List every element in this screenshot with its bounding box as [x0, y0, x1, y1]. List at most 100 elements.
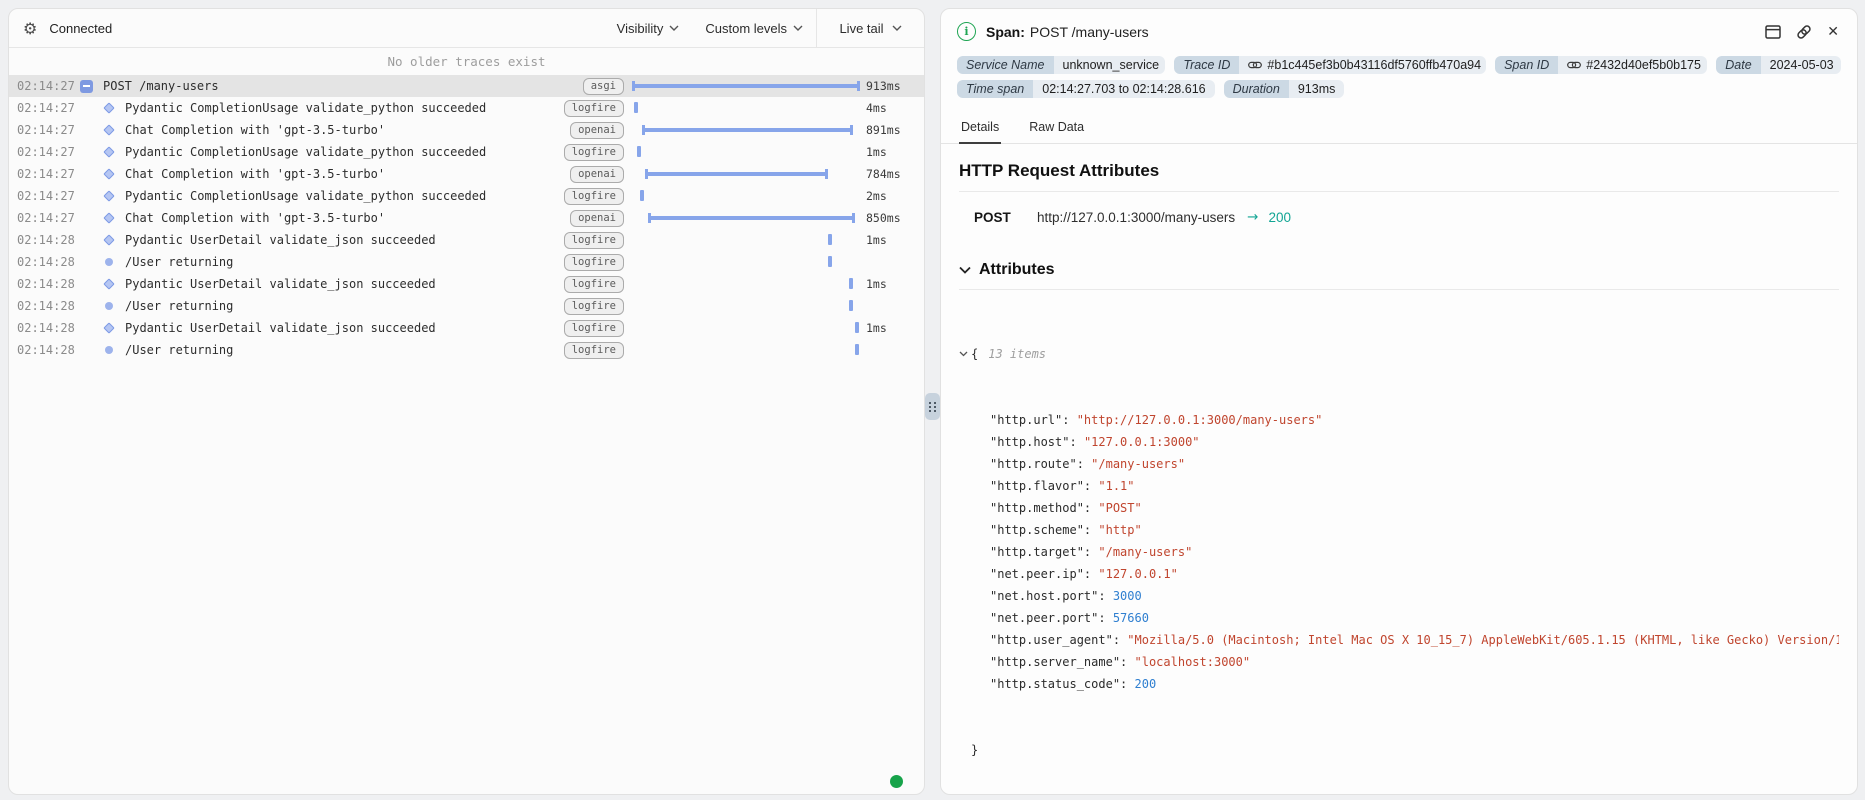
duration-bar — [640, 190, 645, 201]
badge-value-text: unknown_service — [1062, 58, 1160, 72]
span-diamond-icon — [101, 102, 116, 114]
row-duration: 1ms — [866, 233, 887, 247]
info-icon: i — [957, 22, 976, 41]
grip-dots-icon — [928, 401, 937, 412]
row-timestamp: 02:14:28 — [17, 299, 75, 313]
json-key: "http.url" — [990, 413, 1063, 427]
span-diamond-icon — [101, 124, 116, 136]
badge-label: Duration — [1223, 80, 1289, 98]
duration-bar — [854, 344, 859, 355]
panel-resize-handle[interactable] — [925, 393, 940, 420]
row-duration: 913ms — [866, 79, 901, 93]
badge-value[interactable]: #b1c445ef3b0b43116df5760ffb470a94 — [1239, 56, 1487, 74]
scope-tag: openai — [570, 121, 624, 139]
row-timestamp: 02:14:27 — [17, 189, 75, 203]
visibility-dropdown[interactable]: Visibility — [604, 9, 693, 47]
scope-tag: logfire — [563, 297, 624, 315]
json-key: "net.peer.port" — [990, 611, 1099, 625]
json-key: "net.peer.ip" — [990, 567, 1084, 581]
scope-tag: logfire — [563, 99, 624, 117]
span-detail-header: i Span: POST /many-users ✕ — [941, 9, 1857, 50]
row-label: POST /many-users — [103, 79, 219, 93]
trace-row[interactable]: 02:14:28 Pydantic UserDetail validate_jso… — [9, 273, 924, 295]
json-entry: "net.peer.port": 57660 — [990, 611, 1149, 625]
row-duration: 2ms — [866, 189, 887, 203]
json-entry: "net.host.port": 3000 — [990, 589, 1142, 603]
open-brace: { — [971, 347, 979, 361]
row-label: Chat Completion with 'gpt-3.5-turbo' — [125, 211, 386, 225]
span-diamond-icon — [101, 190, 116, 202]
row-timestamp: 02:14:28 — [17, 343, 75, 357]
duration-bar-track — [632, 322, 860, 334]
divider — [959, 191, 1839, 192]
json-value: 3000 — [1112, 589, 1142, 603]
duration-bar — [632, 81, 860, 91]
duration-bar — [647, 213, 856, 223]
duration-bar — [633, 102, 638, 113]
scope-tag: logfire — [563, 143, 624, 161]
trace-row[interactable]: 02:14:27 Pydantic CompletionUsage validat… — [9, 97, 924, 119]
attributes-section-toggle[interactable]: Attributes — [959, 261, 1839, 279]
close-icon[interactable]: ✕ — [1827, 23, 1839, 40]
badge-value: 913ms — [1288, 80, 1345, 98]
duration-bar-track — [632, 190, 860, 202]
row-timestamp: 02:14:27 — [17, 145, 75, 159]
row-duration: 784ms — [866, 167, 901, 181]
custom-levels-dropdown[interactable]: Custom levels — [692, 9, 816, 47]
chevron-down-icon — [959, 266, 971, 274]
badge-value-text: #b1c445ef3b0b43116df5760ffb470a94 — [1267, 58, 1482, 72]
duration-bar — [848, 300, 853, 311]
row-duration: 1ms — [866, 145, 887, 159]
live-tail-dropdown[interactable]: Live tail — [816, 9, 924, 47]
request-summary-row: POST http://127.0.0.1:3000/many-users → … — [974, 209, 1839, 225]
row-label: Pydantic UserDetail validate_json succee… — [125, 277, 436, 291]
span-diamond-icon — [101, 322, 116, 334]
badge-value: 2024-05-03 — [1760, 56, 1842, 74]
json-key: "http.route" — [990, 457, 1077, 471]
collapse-icon[interactable] — [79, 79, 94, 93]
scope-tag: logfire — [563, 231, 624, 249]
settings-gear-icon[interactable]: ⚙ — [23, 18, 38, 38]
json-value: "/many-users" — [1091, 457, 1186, 471]
live-indicator-dot — [890, 775, 903, 788]
row-label: Pydantic UserDetail validate_json succee… — [125, 321, 436, 335]
row-duration: 891ms — [866, 123, 901, 137]
duration-bar-track — [632, 124, 860, 136]
span-diamond-icon — [101, 146, 116, 158]
badge-label: Trace ID — [1174, 56, 1240, 74]
collapse-node-icon[interactable] — [959, 351, 968, 357]
dock-panel-icon[interactable] — [1765, 24, 1782, 39]
request-method: POST — [974, 209, 1011, 225]
duration-bar-track — [632, 80, 860, 92]
tab-details[interactable]: Details — [959, 113, 1002, 144]
log-circle-icon — [101, 302, 116, 310]
row-label: Pydantic CompletionUsage validate_python… — [125, 101, 487, 115]
arrow-right-icon: → — [1247, 209, 1259, 225]
duration-bar-track — [632, 146, 860, 158]
link-icon — [1567, 59, 1582, 71]
copy-link-icon[interactable] — [1796, 24, 1812, 40]
row-timestamp: 02:14:28 — [17, 277, 75, 291]
row-timestamp: 02:14:27 — [17, 101, 75, 115]
badge-value[interactable]: #2432d40ef5b0b175 — [1558, 56, 1708, 74]
json-entry: "http.status_code": 200 — [990, 677, 1157, 691]
json-entry: "http.host": "127.0.0.1:3000" — [990, 435, 1200, 449]
json-value: "Mozilla/5.0 (Macintosh; Intel Mac OS X … — [1127, 633, 1839, 647]
tab-raw-data[interactable]: Raw Data — [1029, 120, 1085, 134]
duration-bar — [637, 146, 642, 157]
metadata-badge: Span ID#2432d40ef5b0b175 — [1495, 56, 1708, 74]
